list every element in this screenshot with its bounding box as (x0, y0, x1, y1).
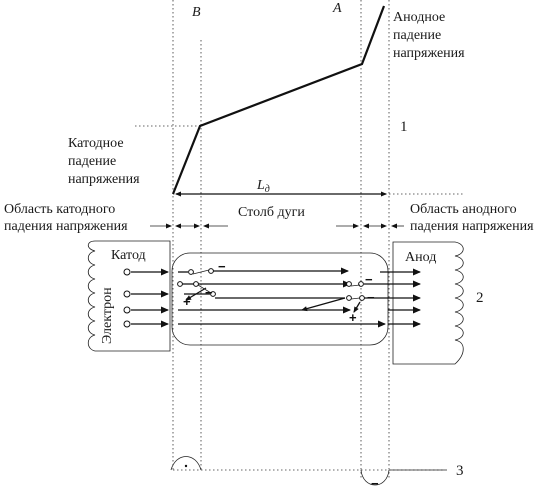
anode-drop-label: Анодное падение напряжения (393, 10, 465, 61)
cathode-block: Катод Электрон (87, 240, 171, 352)
minus-sign: − (367, 290, 375, 305)
guide-lines (135, 0, 465, 480)
minus-sign: − (205, 285, 213, 300)
anode-region-label: Область анодного падения напряжения (410, 202, 534, 234)
arc-length-label: Lд (256, 178, 270, 195)
voltage-curve (171, 5, 386, 195)
anode-label: Анод (405, 250, 436, 265)
tag-3: 3 (456, 463, 464, 479)
point-b-label: B (192, 5, 201, 20)
tag-1: 1 (400, 119, 408, 135)
plus-sign: + (183, 294, 191, 309)
potential-dips: − (170, 456, 390, 491)
cathode-drop-label: Катодное падение напряжения (68, 136, 140, 187)
charge-signs: − − + − − + (183, 259, 375, 325)
minus-sign: − (365, 272, 373, 287)
cathode-label: Катод (111, 248, 146, 263)
electron-label: Электрон (100, 287, 115, 344)
minus-sign: − (218, 259, 226, 274)
cathode-region-label: Область катодного падения напряжения (4, 202, 128, 234)
arc-column-box (171, 252, 389, 346)
plus-sign: + (349, 310, 357, 325)
tag-2: 2 (476, 290, 484, 306)
point-a-label: A (332, 1, 342, 16)
electron-trajectories (123, 267, 421, 328)
arc-length-dimension: Lд (175, 178, 387, 197)
arc-column-label: Столб дуги (238, 205, 305, 220)
anode-block: Анод (392, 241, 464, 365)
minus-sign: − (371, 476, 379, 491)
